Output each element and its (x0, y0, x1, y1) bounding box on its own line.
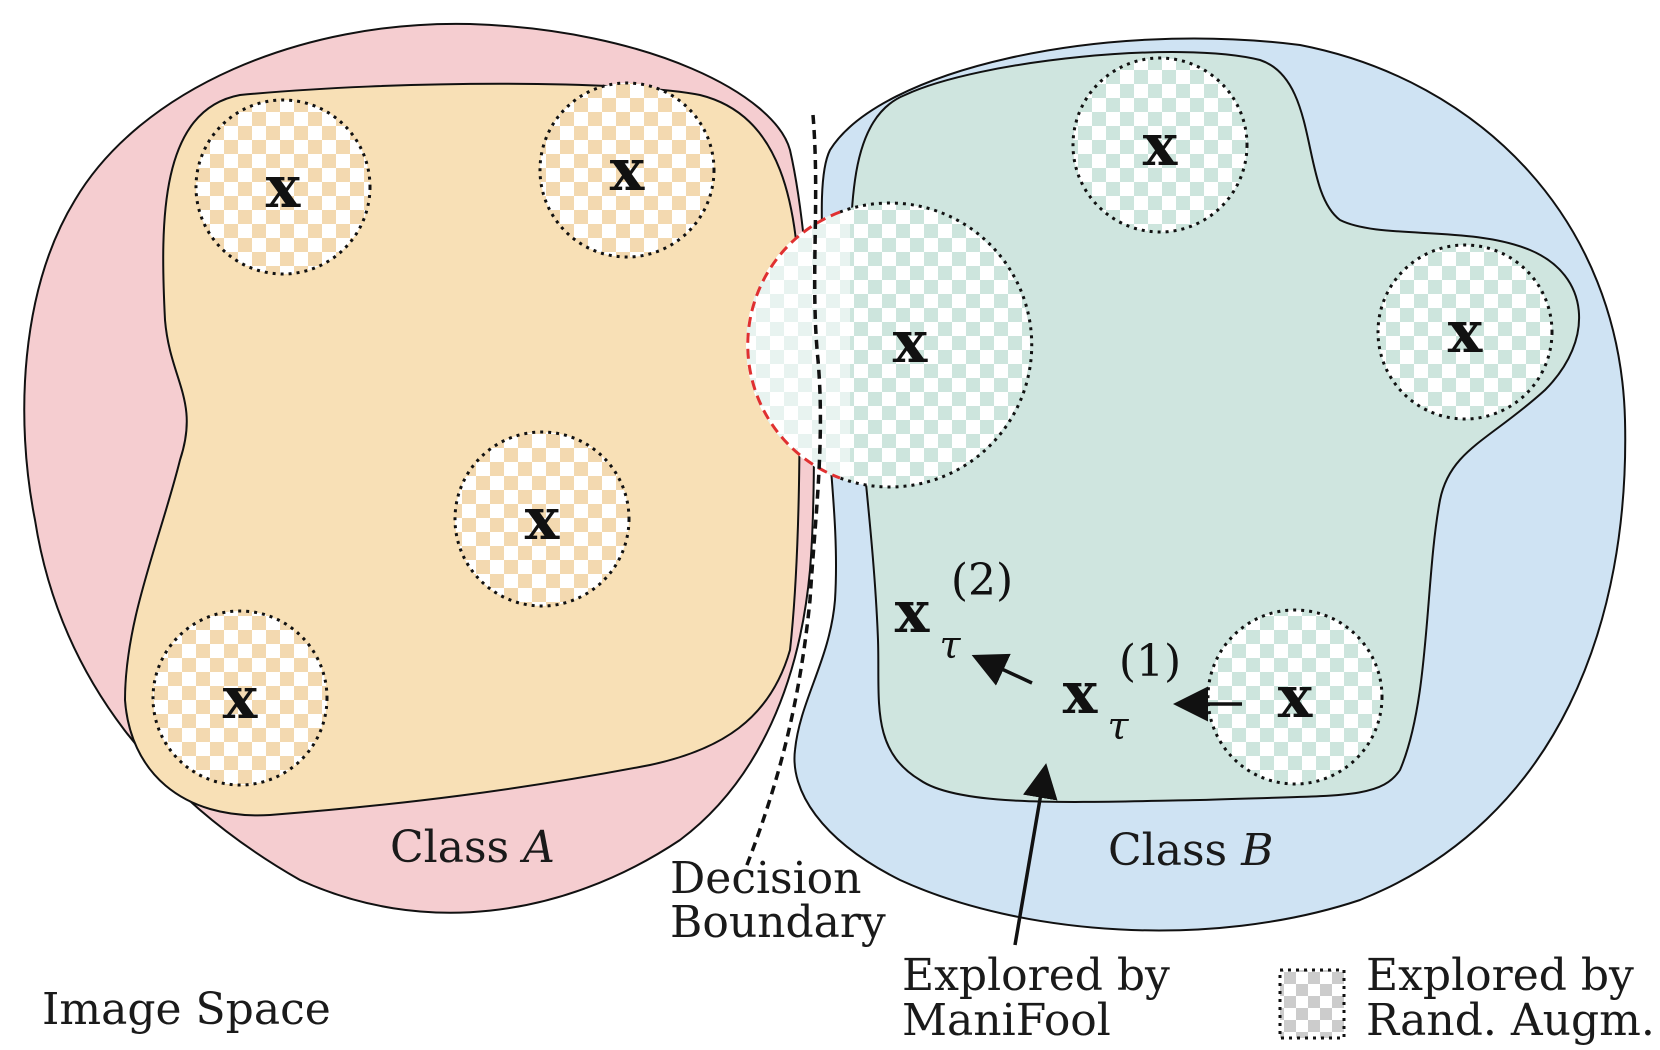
sample-x-a1: x (266, 153, 301, 221)
class-a-label: Class A (390, 822, 555, 873)
x-tau-1-symbol: x (1063, 659, 1098, 727)
x-tau-2-symbol: x (895, 578, 930, 646)
sample-x-b2: x (1448, 298, 1483, 366)
sample-x-b3: x (1278, 663, 1313, 731)
legend-swatch-rand-augm (1278, 968, 1346, 1040)
sample-region-a2 (538, 81, 716, 259)
sample-region-b1 (1071, 56, 1249, 234)
decision-boundary-label-line1: Decision (670, 853, 862, 904)
x-tau-2-subscript: τ (939, 623, 961, 667)
explored-manifool-label-line1: Explored by (902, 950, 1170, 1001)
x-tau-1-superscript: (1) (1119, 636, 1181, 687)
explored-manifool-label-line2: ManiFool (902, 995, 1111, 1046)
x-tau-1-subscript: τ (1107, 704, 1129, 748)
class-a-label-prefix: Class (390, 822, 523, 873)
class-b-label-var: B (1240, 825, 1273, 876)
legend: Explored by Rand. Augm. (1278, 950, 1655, 1046)
sample-x-a3: x (525, 485, 560, 553)
sample-x-boundary: x (893, 308, 928, 376)
boundary-circle-red-arc (746, 210, 841, 480)
class-b-label-prefix: Class (1108, 825, 1241, 876)
sample-marks: x x x x x x x x (223, 111, 1483, 732)
class-b-samples (746, 56, 1554, 786)
decision-boundary-line (743, 114, 823, 871)
sample-x-a2: x (610, 136, 645, 204)
manifool-iterates: x τ (2) x τ (1) (895, 555, 1242, 946)
arrow-tau1-to-tau2 (971, 653, 1033, 686)
sample-region-a4 (151, 609, 329, 787)
sample-region-a3 (453, 430, 631, 608)
sample-region-b3 (1206, 608, 1384, 786)
arrow-manifool-pointer (1013, 763, 1058, 946)
sample-region-a1 (194, 98, 372, 276)
x-tau-2-superscript: (2) (951, 555, 1013, 606)
explored-rand-label-line2: Rand. Augm. (1366, 995, 1655, 1046)
class-a-samples (151, 81, 716, 787)
boundary-circle-dotted-arc (839, 201, 1034, 489)
explored-rand-label-line1: Explored by (1366, 950, 1634, 1001)
sample-x-b1: x (1143, 111, 1178, 179)
class-a-label-var: A (519, 822, 555, 873)
image-space-label: Image Space (42, 984, 331, 1035)
sample-x-a4: x (223, 664, 258, 732)
class-b-label: Class B (1108, 825, 1273, 876)
decision-boundary-label-line2: Boundary (670, 897, 886, 948)
sample-region-b2 (1376, 243, 1554, 421)
